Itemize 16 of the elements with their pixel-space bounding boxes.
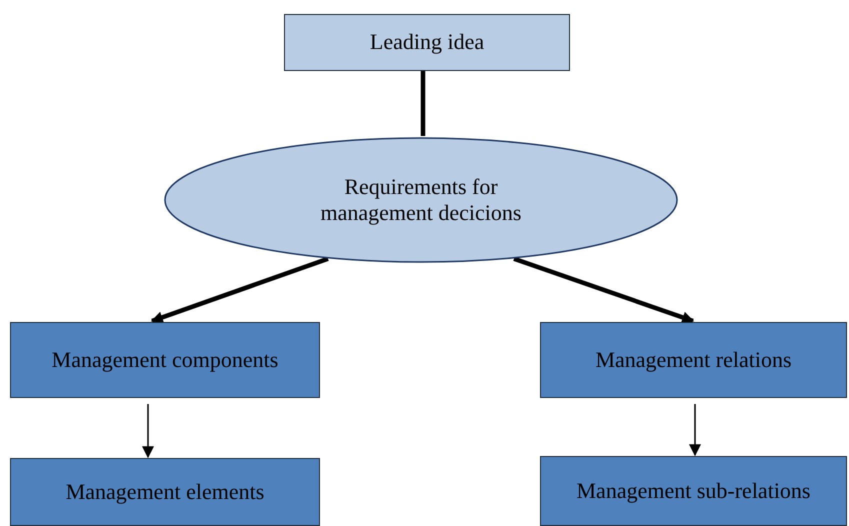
process-box [284,14,570,71]
arrow [689,404,701,456]
ellipse-node [164,137,678,263]
node-label: Leading idea [370,29,484,56]
arrow [142,404,154,458]
node-label: Requirements for management decicions [320,174,522,226]
process-box [540,322,847,398]
node-label: Management sub-relations [576,478,810,504]
node-label: Management components [52,346,278,374]
node-label: Management relations [595,346,792,374]
node-label: Management elements [66,478,264,506]
process-box [540,456,847,526]
process-box [10,322,320,398]
process-box [10,458,320,526]
arrow [513,256,694,324]
arrow [150,256,329,324]
